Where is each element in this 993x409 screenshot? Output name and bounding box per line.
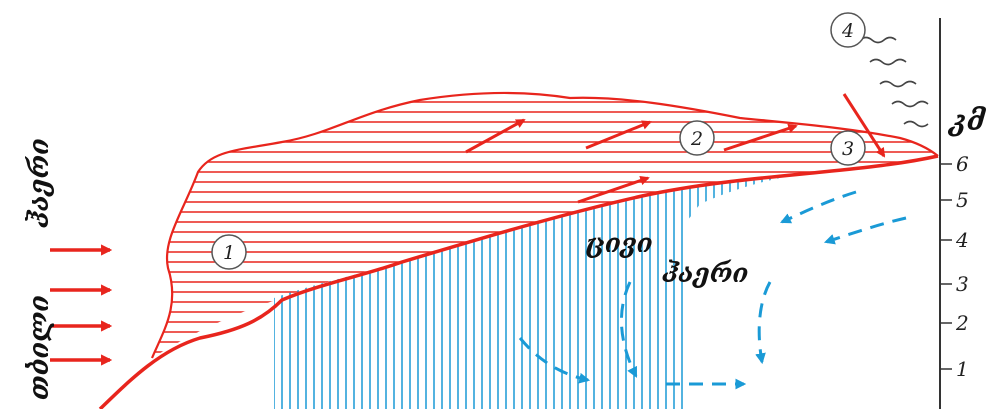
upgliding-warm-air-arrows bbox=[465, 93, 886, 204]
frontal-surface-line bbox=[98, 154, 939, 409]
zone-number-3: 3 bbox=[842, 138, 854, 160]
zone-number-4: 4 bbox=[841, 20, 854, 42]
axis-ticks bbox=[940, 163, 952, 370]
tick-label-4: 4 bbox=[955, 228, 969, 252]
zone-number-2: 2 bbox=[690, 128, 703, 150]
incoming-warm-air-arrows bbox=[50, 244, 113, 366]
cold-air-hatching bbox=[274, 156, 938, 409]
cold-air-circulation-arrows bbox=[518, 190, 907, 390]
cirrus-wavy-lines bbox=[859, 36, 929, 128]
height-unit-label: კმ bbox=[947, 104, 987, 137]
tick-label-6: 6 bbox=[956, 152, 969, 176]
warm-air-label-line1: ჰაერი bbox=[24, 138, 55, 228]
zone-marker-2: 2 bbox=[679, 120, 715, 156]
tick-label-1: 1 bbox=[956, 357, 969, 381]
zone-marker-3: 3 bbox=[830, 130, 866, 166]
cold-air-label-line1: ცივი bbox=[586, 229, 653, 259]
zone-marker-1: 1 bbox=[211, 234, 247, 270]
warm-air-label-line2: თბილი bbox=[24, 295, 55, 400]
zone-number-1: 1 bbox=[223, 242, 235, 264]
warm-air-outline bbox=[150, 91, 939, 359]
tick-label-5: 5 bbox=[956, 188, 969, 212]
tick-label-2: 2 bbox=[955, 311, 969, 335]
tick-label-3: 3 bbox=[956, 272, 969, 296]
cold-air-label-line2: ჰაერი bbox=[662, 259, 748, 289]
zone-marker-4: 4 bbox=[830, 12, 866, 48]
